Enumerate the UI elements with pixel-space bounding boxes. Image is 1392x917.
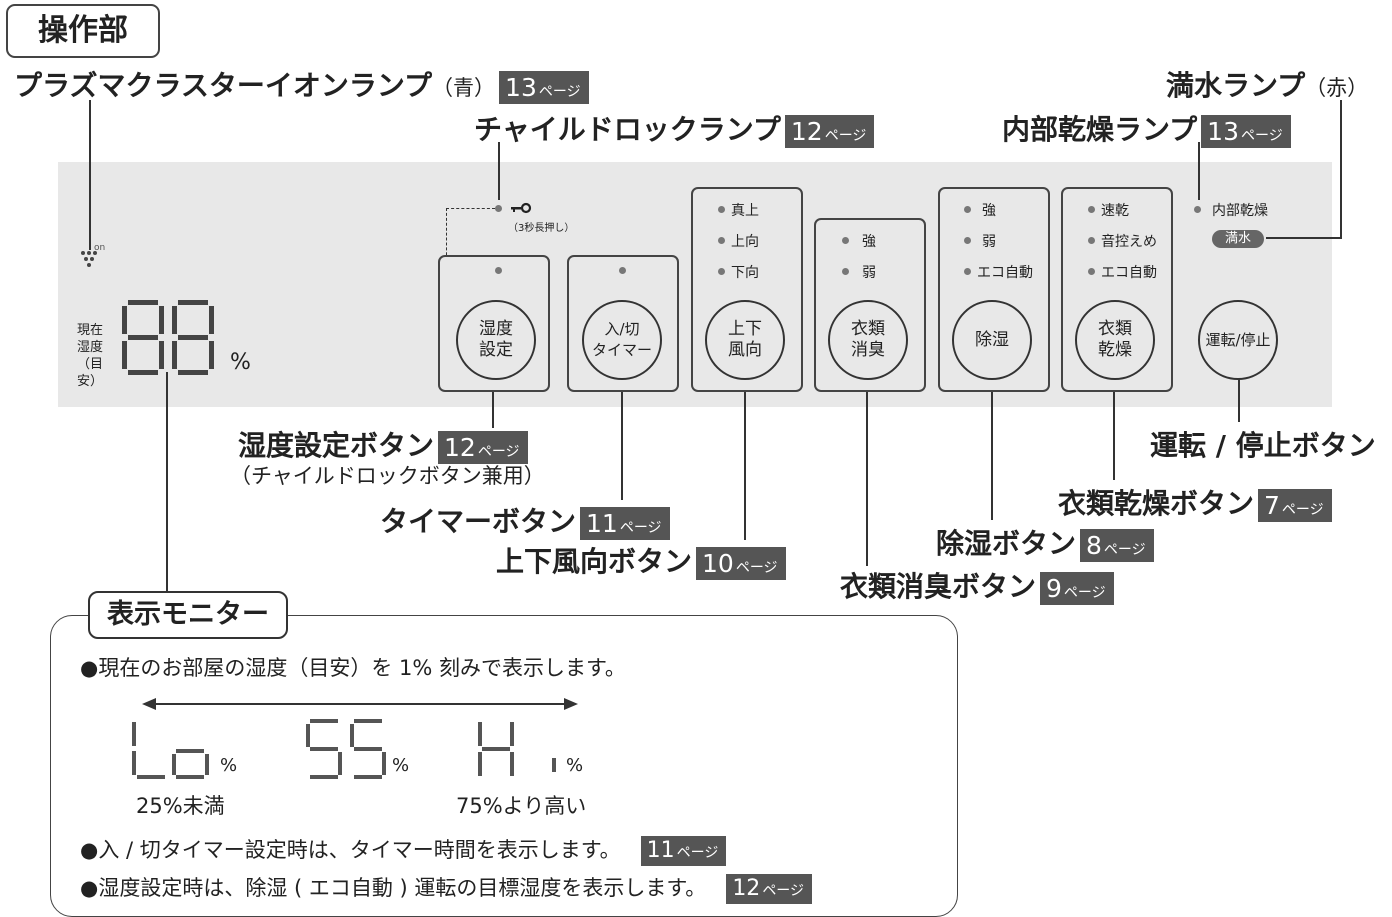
dehum-option-eco: エコ自動 <box>977 265 1033 281</box>
deodor-option-weak: 弱 <box>862 265 876 281</box>
display-percent: % <box>230 350 251 375</box>
example-display-lo <box>132 722 209 779</box>
clothes-dry-button[interactable]: 衣類乾燥 <box>1075 300 1155 380</box>
dehum-option-weak: 弱 <box>982 234 996 250</box>
louver-option-up: 上向 <box>731 234 759 250</box>
internal-dry-lamp-dot <box>1194 206 1201 213</box>
timer-button[interactable]: 入/切タイマー <box>582 300 662 380</box>
monitor-title: 表示モニター <box>88 591 288 639</box>
leader-run <box>1238 370 1240 422</box>
leader-full-water-h <box>1266 237 1342 239</box>
label-run-stop-button: 運転 / 停止ボタン <box>1150 429 1376 462</box>
dry-option-fast: 速乾 <box>1101 203 1129 219</box>
leader-full-water-v <box>1340 100 1342 238</box>
label-full-water-lamp: 満水ランプ（赤） <box>1166 69 1369 102</box>
key-icon <box>511 202 532 214</box>
leader-humidity <box>492 390 494 428</box>
plasma-on-label: on <box>94 243 106 253</box>
dehum-button[interactable]: 除湿 <box>952 300 1032 380</box>
deodor-button[interactable]: 衣類消臭 <box>828 300 908 380</box>
example-display-55 <box>306 719 386 779</box>
example-lo-unit: % <box>220 755 238 776</box>
internal-dry-lamp-label: 内部乾燥 <box>1212 203 1268 219</box>
humidity-setting-button[interactable]: 湿度設定 <box>456 300 536 380</box>
leader-dry <box>1113 390 1115 480</box>
humidity-button-note: （チャイルドロックボタン兼用） <box>230 464 545 488</box>
leader-child-lock <box>498 142 500 200</box>
humidity-lamp-dot <box>495 267 502 274</box>
deodor-option-strong: 強 <box>862 234 876 250</box>
child-lock-lamp-dot <box>495 205 502 212</box>
leader-louver <box>744 390 746 540</box>
leader-internal-dry <box>1198 142 1200 200</box>
example-hi-caption: 75%より高い <box>456 794 587 818</box>
louver-option-top: 真上 <box>731 203 759 219</box>
leader-plasma <box>89 100 91 250</box>
leader-dehum <box>991 390 993 520</box>
louver-option-down: 下向 <box>731 265 759 281</box>
example-hi-unit: % <box>566 755 584 776</box>
example-lo-caption: 25%未満 <box>136 794 225 818</box>
range-arrow <box>142 698 578 710</box>
humidity-caption: 現在 湿度 （目安） <box>76 323 103 389</box>
seven-segment-display <box>122 300 214 375</box>
example-55-unit: % <box>392 755 410 776</box>
full-water-badge: 満水 <box>1212 230 1264 248</box>
section-title: 操作部 <box>6 4 160 58</box>
leader-deodor <box>866 390 868 566</box>
plasma-cluster-icon <box>81 251 97 267</box>
key-hint: （3秒長押し） <box>508 223 575 234</box>
run-stop-button[interactable]: 運転/停止 <box>1198 300 1278 380</box>
leader-monitor <box>166 372 168 594</box>
louver-button[interactable]: 上下風向 <box>705 300 785 380</box>
dry-option-eco: エコ自動 <box>1101 265 1157 281</box>
monitor-line-1: ●現在のお部屋の湿度（目安）を 1% 刻みで表示します。 <box>80 656 626 680</box>
leader-timer <box>621 390 623 500</box>
example-display-hi <box>478 722 556 776</box>
dry-option-quiet: 音控えめ <box>1101 234 1157 250</box>
timer-lamp-dot <box>619 267 626 274</box>
dehum-option-strong: 強 <box>982 203 996 219</box>
